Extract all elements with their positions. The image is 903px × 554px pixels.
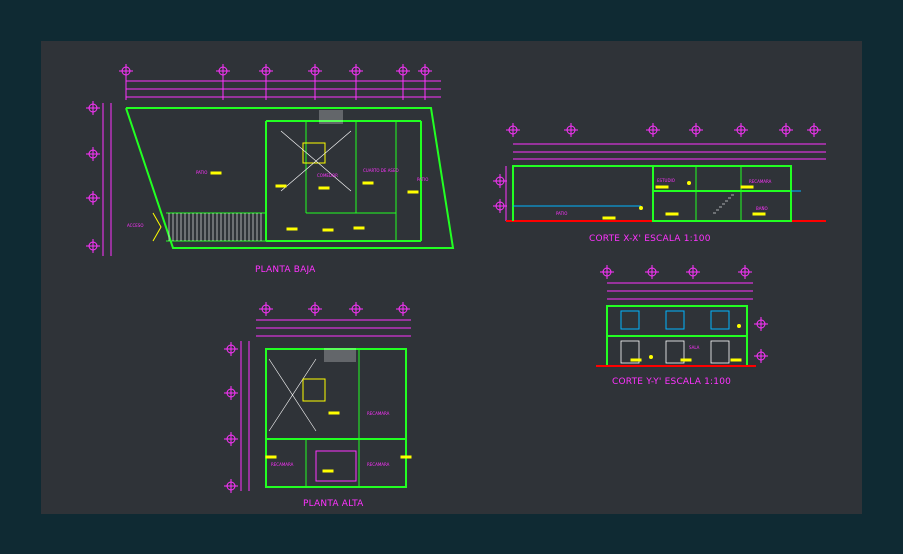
- planta-baja-title: PLANTA BAJA: [255, 265, 316, 275]
- annotation-tag: [265, 455, 277, 459]
- annotation-tag: [740, 185, 754, 189]
- room-label-recamara: RECAMARA: [749, 179, 772, 184]
- closet-symbol: [302, 378, 326, 402]
- room-label-comedor: COMEDOR: [317, 173, 338, 178]
- section-outline: [652, 165, 792, 222]
- person-figure: [649, 355, 653, 359]
- annotation-tag: [275, 184, 287, 188]
- corte-yy-title: CORTE Y-Y' ESCALA 1:100: [612, 377, 732, 387]
- annotation-tag: [328, 411, 340, 415]
- annotation-tag: [322, 469, 334, 473]
- annotation-tag: [318, 186, 330, 190]
- annotation-tag: [602, 216, 616, 220]
- cad-drawing: [86, 64, 826, 493]
- drawing-sheet: PLANTA BAJA PLANTA ALTA CORTE X-X' ESCAL…: [41, 41, 862, 514]
- window-hatch: [710, 310, 730, 330]
- cross-line: [268, 358, 317, 432]
- room-label-patio-corte: PATIO: [556, 211, 568, 216]
- door-symbol: [710, 340, 730, 364]
- person-figure: [687, 181, 691, 185]
- annotation-tag: [286, 227, 298, 231]
- annotation-tag: [353, 226, 365, 230]
- planta-baja-outline: [125, 107, 455, 249]
- window-hatch: [620, 310, 640, 330]
- annotation-tag: [407, 190, 419, 194]
- annotation-tag: [630, 358, 642, 362]
- section-wall: [512, 165, 653, 221]
- door-symbol: [620, 340, 640, 364]
- room-label-cuarto-de-aseo: CUARTO DE ASEO: [363, 168, 399, 173]
- access-arrow: [152, 212, 162, 242]
- room-label-estudio: ESTUDIO: [657, 178, 675, 183]
- annotation-tag: [655, 185, 669, 189]
- door-symbol: [665, 340, 685, 364]
- room-label-recamara-pa3: RECAMARA: [367, 462, 390, 467]
- annotation-tag: [362, 181, 374, 185]
- annotation-tag: [665, 212, 679, 216]
- annotation-tag: [680, 358, 692, 362]
- corte-xx-title: CORTE X-X' ESCALA 1:100: [589, 234, 711, 244]
- annotation-tag: [322, 228, 334, 232]
- room-label-bano: BAÑO: [756, 206, 768, 211]
- bath-fixture: [315, 450, 357, 482]
- room-label-patio: PATIO: [196, 170, 208, 175]
- room-label-recamara-pa1: RECAMARA: [367, 411, 390, 416]
- annotation-tag: [752, 212, 766, 216]
- planta-alta-title: PLANTA ALTA: [303, 499, 364, 509]
- room-label-recamara-pa2: RECAMARA: [271, 462, 294, 467]
- annotation-tag: [400, 455, 412, 459]
- person-figure: [639, 206, 643, 210]
- room-label-patio-2: PATIO: [417, 177, 429, 182]
- room-label-sala: SALA: [689, 345, 700, 350]
- person-figure: [737, 324, 741, 328]
- window-hatch: [665, 310, 685, 330]
- annotation-tag: [730, 358, 742, 362]
- annotation-tag: [210, 171, 222, 175]
- room-label-acceso: ACCESO: [127, 223, 144, 228]
- cross-line: [280, 130, 352, 192]
